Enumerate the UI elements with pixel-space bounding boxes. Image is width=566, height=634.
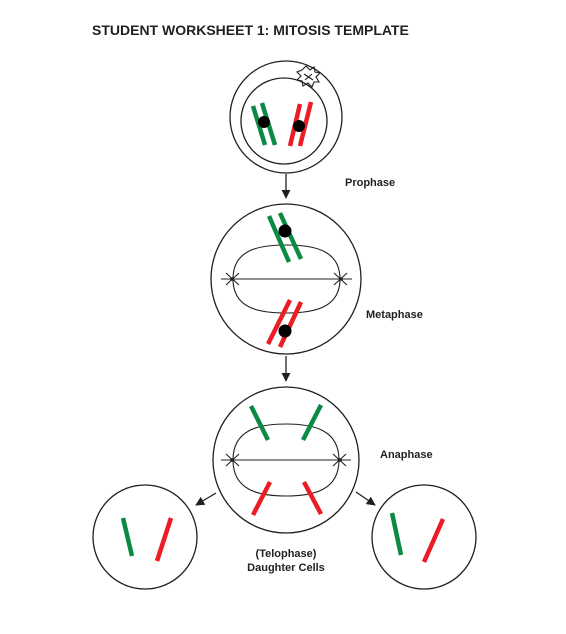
label-prophase: Prophase xyxy=(345,177,395,189)
metaphase-cell xyxy=(210,203,362,355)
cell-membrane xyxy=(371,484,477,590)
centromere xyxy=(258,116,270,128)
label-anaphase: Anaphase xyxy=(380,449,433,461)
green-chromatid xyxy=(277,212,304,260)
centriole-right xyxy=(329,272,352,286)
red-chromatid xyxy=(302,480,323,516)
green-chromatid xyxy=(266,215,292,263)
arrow-down-left-icon xyxy=(195,492,217,506)
red-chromatid xyxy=(154,517,174,562)
green-chromosome-pair xyxy=(266,212,304,263)
red-chromatid xyxy=(421,518,446,563)
centriole-left xyxy=(221,453,244,467)
cell-membrane xyxy=(210,203,362,355)
daughter-cell-right xyxy=(371,484,477,590)
centriole-left xyxy=(221,272,244,286)
nuclear-envelope xyxy=(240,77,328,165)
centriole-right xyxy=(328,453,351,467)
label-metaphase: Metaphase xyxy=(366,309,423,321)
centromere xyxy=(278,224,292,238)
red-chromosome-pair xyxy=(265,298,304,348)
label-telophase: (Telophase) xyxy=(256,548,317,560)
red-chromatid xyxy=(265,298,293,346)
prophase-cell xyxy=(229,60,343,174)
red-chromosome-pair xyxy=(287,101,314,147)
cell-membrane xyxy=(212,386,360,534)
worksheet-title: STUDENT WORKSHEET 1: MITOSIS TEMPLATE xyxy=(92,22,409,38)
green-chromatid xyxy=(248,404,271,442)
green-chromatid xyxy=(120,517,135,557)
centromere xyxy=(293,120,305,132)
spindle xyxy=(232,423,340,497)
red-chromatid xyxy=(250,480,273,517)
label-daughter-cells: Daughter Cells xyxy=(247,562,325,574)
green-chromosome-pair xyxy=(250,102,278,146)
green-chromatid xyxy=(300,403,324,442)
centromere xyxy=(278,324,292,338)
red-chromatid xyxy=(297,101,314,147)
centrosome-icon xyxy=(295,65,322,88)
daughter-cell-left xyxy=(92,484,198,590)
red-chromatid xyxy=(277,301,304,348)
cell-membrane xyxy=(229,60,343,174)
green-chromatid xyxy=(389,512,404,556)
cell-membrane xyxy=(92,484,198,590)
arrow-down-right-icon xyxy=(355,491,376,506)
green-chromatid xyxy=(250,105,268,146)
anaphase-cell xyxy=(212,386,360,534)
